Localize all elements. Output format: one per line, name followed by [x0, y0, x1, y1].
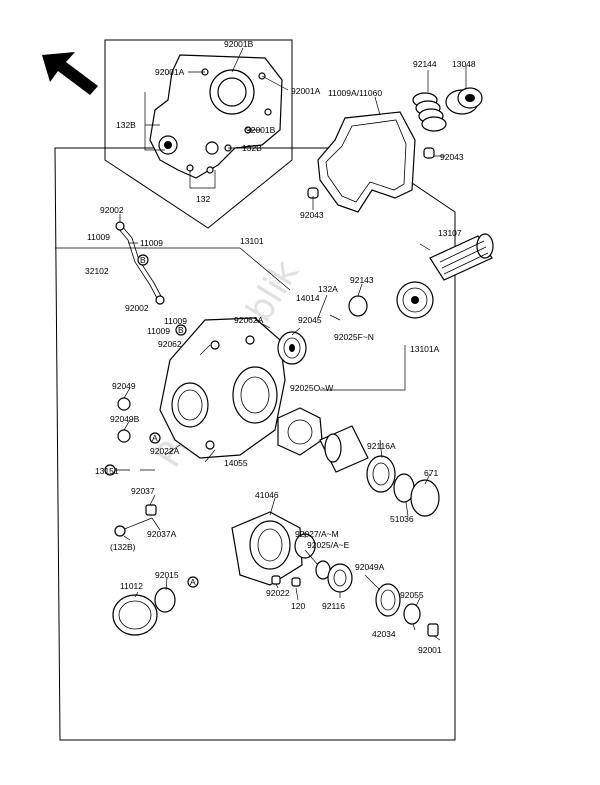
marker-b-2: B	[175, 324, 187, 336]
engine-cover	[149, 54, 283, 179]
label-92022a: 92022A	[150, 446, 180, 456]
label-92049b: 92049B	[110, 414, 140, 424]
svg-text:B: B	[178, 325, 184, 335]
front-arrow-icon	[42, 52, 98, 95]
label-92025a: 92025/A~E	[307, 540, 350, 550]
label-132b-3: (132B)	[110, 542, 136, 552]
label-41046: 41046	[255, 490, 279, 500]
label-13151: 13151	[95, 466, 119, 476]
label-92144: 92144	[413, 59, 437, 69]
marker-a-2: A	[187, 576, 199, 588]
label-11012: 11012	[120, 581, 143, 591]
label-13101: 13101	[240, 236, 264, 246]
cam-collar-13048	[445, 87, 483, 115]
ring-42034	[403, 603, 421, 625]
label-92025f: 92025F~N	[334, 332, 374, 342]
o-ring-671	[410, 479, 440, 517]
label-13101a: 13101A	[410, 344, 440, 354]
label-92062: 92062	[158, 339, 182, 349]
label-92045: 92045	[298, 315, 322, 325]
cap-11012	[112, 594, 158, 636]
seal-92049	[117, 397, 131, 411]
label-132b-1: 132B	[116, 120, 136, 130]
svg-text:B: B	[140, 255, 146, 265]
label-42034: 42034	[372, 629, 396, 639]
bolt-92001	[427, 623, 439, 637]
washer-120	[291, 577, 301, 587]
label-11009a: 11009A/11060	[328, 88, 382, 98]
label-32102: 32102	[85, 266, 109, 276]
bearing-92045	[277, 331, 307, 365]
label-92116a: 92116A	[367, 441, 396, 451]
label-92001b-top: 92001B	[224, 39, 254, 49]
label-92002-top: 92002	[100, 205, 124, 215]
breather-pipe-32102	[115, 221, 165, 305]
label-11009-1: 11009	[87, 232, 110, 242]
gear-case-14055	[159, 317, 286, 459]
label-92043-left: 92043	[300, 210, 324, 220]
label-92015: 92015	[155, 570, 179, 580]
label-11009-2: 11009	[140, 238, 163, 248]
cover-gasket	[317, 111, 416, 213]
label-92027: 92027/A~M	[295, 529, 339, 539]
drive-shaft-13107	[429, 233, 494, 281]
label-92143: 92143	[350, 275, 374, 285]
label-11009-3: 11009	[164, 316, 187, 326]
label-92022: 92022	[266, 588, 290, 598]
nut-92022	[271, 575, 281, 585]
seal-92015	[154, 587, 176, 613]
label-92037: 92037	[131, 486, 155, 496]
label-92001a-right: 92001A	[291, 86, 321, 96]
label-120: 120	[291, 601, 305, 611]
label-132a: 132A	[318, 284, 338, 294]
bolt-92037	[145, 504, 157, 516]
svg-text:A: A	[190, 577, 196, 587]
label-92049a: 92049A	[355, 562, 385, 572]
bolt-13151	[104, 464, 130, 476]
label-92037a: 92037A	[147, 529, 177, 539]
bolt-132b	[114, 517, 153, 537]
label-132: 132	[196, 194, 210, 204]
seal-92049a	[375, 583, 401, 617]
label-92043-right: 92043	[440, 152, 464, 162]
label-92001a-left: 92001A	[155, 67, 185, 77]
label-92049: 92049	[112, 381, 136, 391]
bevel-gear-13101a	[396, 281, 434, 319]
label-92055: 92055	[400, 590, 424, 600]
label-11009-4: 11009	[147, 326, 170, 336]
marker-a-1: A	[149, 432, 161, 444]
label-13107: 13107	[438, 228, 462, 238]
leader-lines	[55, 47, 467, 641]
cover-group-frame	[104, 39, 293, 229]
pinion-gear-assembly	[319, 425, 396, 493]
marker-b-1: B	[137, 254, 149, 266]
label-92062a: 92062A	[234, 315, 264, 325]
label-51036: 51036	[390, 514, 414, 524]
cap-92043-right	[423, 147, 435, 159]
label-13048: 13048	[452, 59, 476, 69]
label-92116: 92116	[322, 601, 345, 611]
bearing-92116	[327, 563, 353, 593]
label-14055: 14055	[224, 458, 248, 468]
bearing-housing-41046	[231, 511, 303, 586]
label-92001: 92001	[418, 645, 442, 655]
ring-92143	[348, 295, 368, 317]
label-671: 671	[424, 468, 438, 478]
seal-92049b	[117, 429, 131, 443]
label-92025o: 92025O~W	[290, 383, 333, 393]
label-14014: 14014	[296, 293, 320, 303]
main-assembly-frame	[54, 147, 456, 741]
svg-text:A: A	[152, 433, 158, 443]
label-132b-2: 132B	[242, 143, 262, 153]
shim-plate-92025o	[277, 407, 323, 456]
spring-92144	[412, 92, 447, 132]
label-92001b-mid: 92001B	[246, 125, 276, 135]
label-92002-mid: 92002	[125, 303, 149, 313]
